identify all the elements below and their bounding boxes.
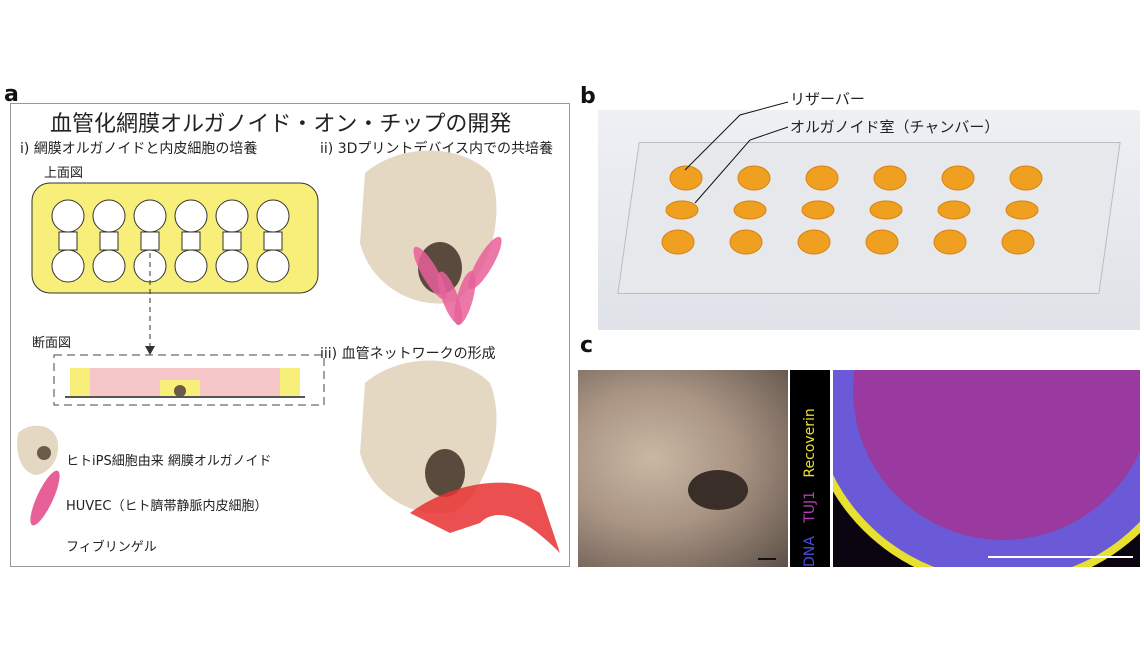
photo-well [729, 229, 763, 255]
panel-label-a: a [4, 82, 19, 107]
well [133, 199, 167, 233]
well [215, 199, 249, 233]
vascular-network-illustration [360, 360, 560, 553]
legend-fibrin-gel: フィブリンゲル [66, 540, 157, 555]
chamber [58, 231, 78, 251]
photo-well [933, 229, 967, 255]
stain-recoverin: Recoverin [802, 408, 818, 478]
photo-well [733, 200, 767, 220]
photo-well [661, 229, 695, 255]
photo-well [865, 229, 899, 255]
chamber [99, 231, 119, 251]
chamber [222, 231, 242, 251]
photo-well [1009, 165, 1043, 191]
well [92, 249, 126, 283]
photo-well [873, 165, 907, 191]
stain-tuj1: TUJ1 [802, 490, 818, 523]
well [256, 199, 290, 233]
reservoir-label: リザーバー [790, 90, 865, 108]
well [51, 249, 85, 283]
photo-well [737, 165, 771, 191]
organoid-coculture-illustration [360, 150, 502, 326]
photo-well [797, 229, 831, 255]
photo-well [801, 200, 835, 220]
panel-a-diagram [17, 150, 560, 553]
legend-icons [17, 425, 60, 526]
well [51, 199, 85, 233]
chamber-label: オルガノイド室（チャンバー） [790, 118, 1000, 136]
step-3-label: iii) 血管ネットワークの形成 [320, 346, 496, 362]
well [215, 249, 249, 283]
photo-well [941, 165, 975, 191]
cross-section-label: 断面図 [32, 336, 72, 351]
photo-well [669, 165, 703, 191]
chip-photo [598, 110, 1140, 330]
chip-top-view [31, 182, 319, 294]
well [174, 249, 208, 283]
well [256, 249, 290, 283]
stain-legend: DNA TUJ1 Recoverin [790, 370, 830, 567]
panel-a-box [10, 103, 570, 567]
well [174, 199, 208, 233]
chamber [140, 231, 160, 251]
photo-well [869, 200, 903, 220]
chip-cross-section [53, 354, 325, 406]
photo-well [937, 200, 971, 220]
step-1-label: i) 網膜オルガノイドと内皮細胞の培養 [20, 141, 258, 157]
chamber [181, 231, 201, 251]
panel-label-c: c [580, 333, 594, 358]
legend-organoid: ヒトiPS細胞由来 網膜オルガノイド [66, 454, 272, 469]
brightfield-image [578, 370, 788, 567]
photo-well [805, 165, 839, 191]
fluorescence-image [833, 370, 1140, 567]
stain-dna: DNA [802, 536, 818, 567]
chamber [263, 231, 283, 251]
legend-huvec: HUVEC（ヒト臍帯静脈内皮細胞） [66, 499, 268, 514]
well [92, 199, 126, 233]
panel-a-title: 血管化網膜オルガノイド・オン・チップの開発 [50, 112, 512, 137]
photo-well [1005, 200, 1039, 220]
photo-well [665, 200, 699, 220]
top-view-label: 上面図 [44, 166, 84, 181]
panel-label-b: b [580, 84, 596, 109]
photo-well [1001, 229, 1035, 255]
step-2-label: ii) 3Dプリントデバイス内での共培養 [320, 141, 553, 157]
